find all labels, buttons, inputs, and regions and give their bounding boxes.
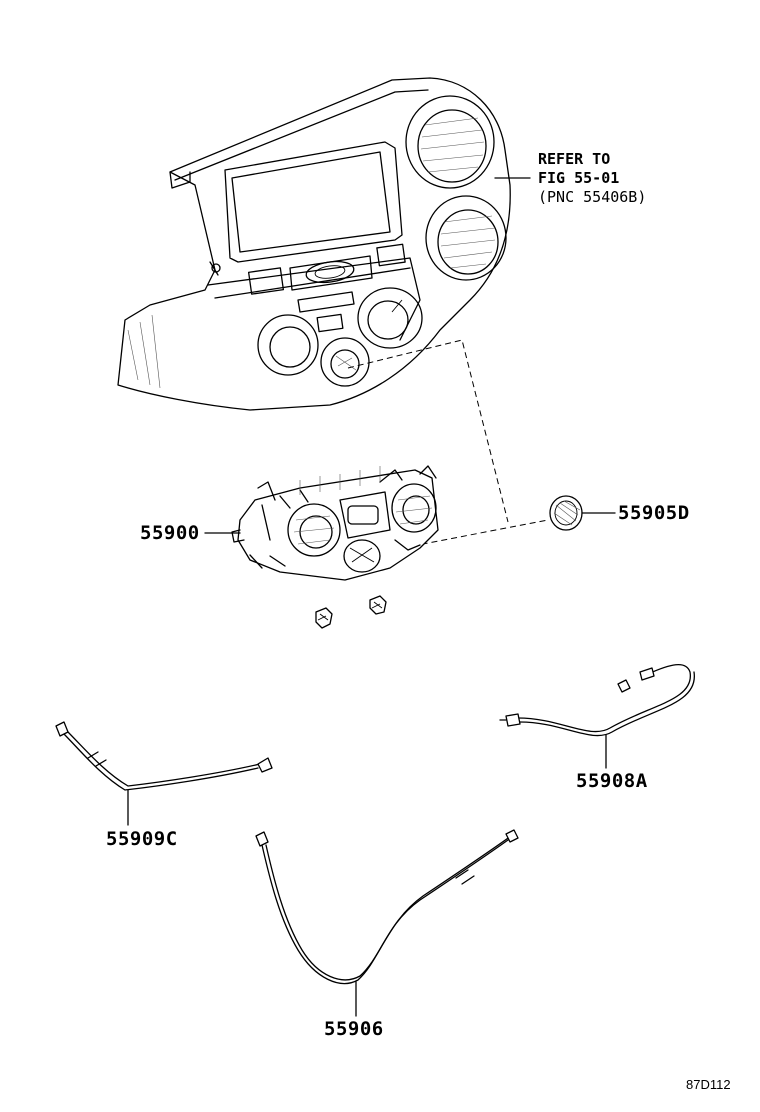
center-cluster-panel: [117, 77, 511, 411]
part-label-55905D: 55905D: [618, 502, 690, 524]
reference-note-line2: FIG 55-01: [538, 169, 620, 187]
clip-right: [369, 595, 387, 615]
control-knob: [549, 495, 583, 531]
reference-note: REFER TO FIG 55-01 (PNC 55406B): [538, 150, 646, 207]
figure-code: 87D112: [686, 1077, 731, 1092]
part-label-55900: 55900: [140, 522, 200, 544]
part-label-55909C: 55909C: [106, 828, 178, 850]
reference-note-line3: (PNC 55406B): [538, 188, 647, 206]
assembly-line-knob: [401, 519, 549, 549]
control-cable-55908A: [499, 664, 695, 737]
control-cable-55909C: [55, 721, 273, 791]
assembly-line-panel: [347, 339, 509, 523]
reference-note-line1: REFER TO: [538, 150, 611, 168]
heater-control-assembly: [231, 465, 439, 581]
control-cable-55906: [255, 829, 519, 985]
clip-left: [315, 607, 333, 629]
part-label-55908A: 55908A: [576, 770, 648, 792]
part-label-55906: 55906: [324, 1018, 384, 1040]
